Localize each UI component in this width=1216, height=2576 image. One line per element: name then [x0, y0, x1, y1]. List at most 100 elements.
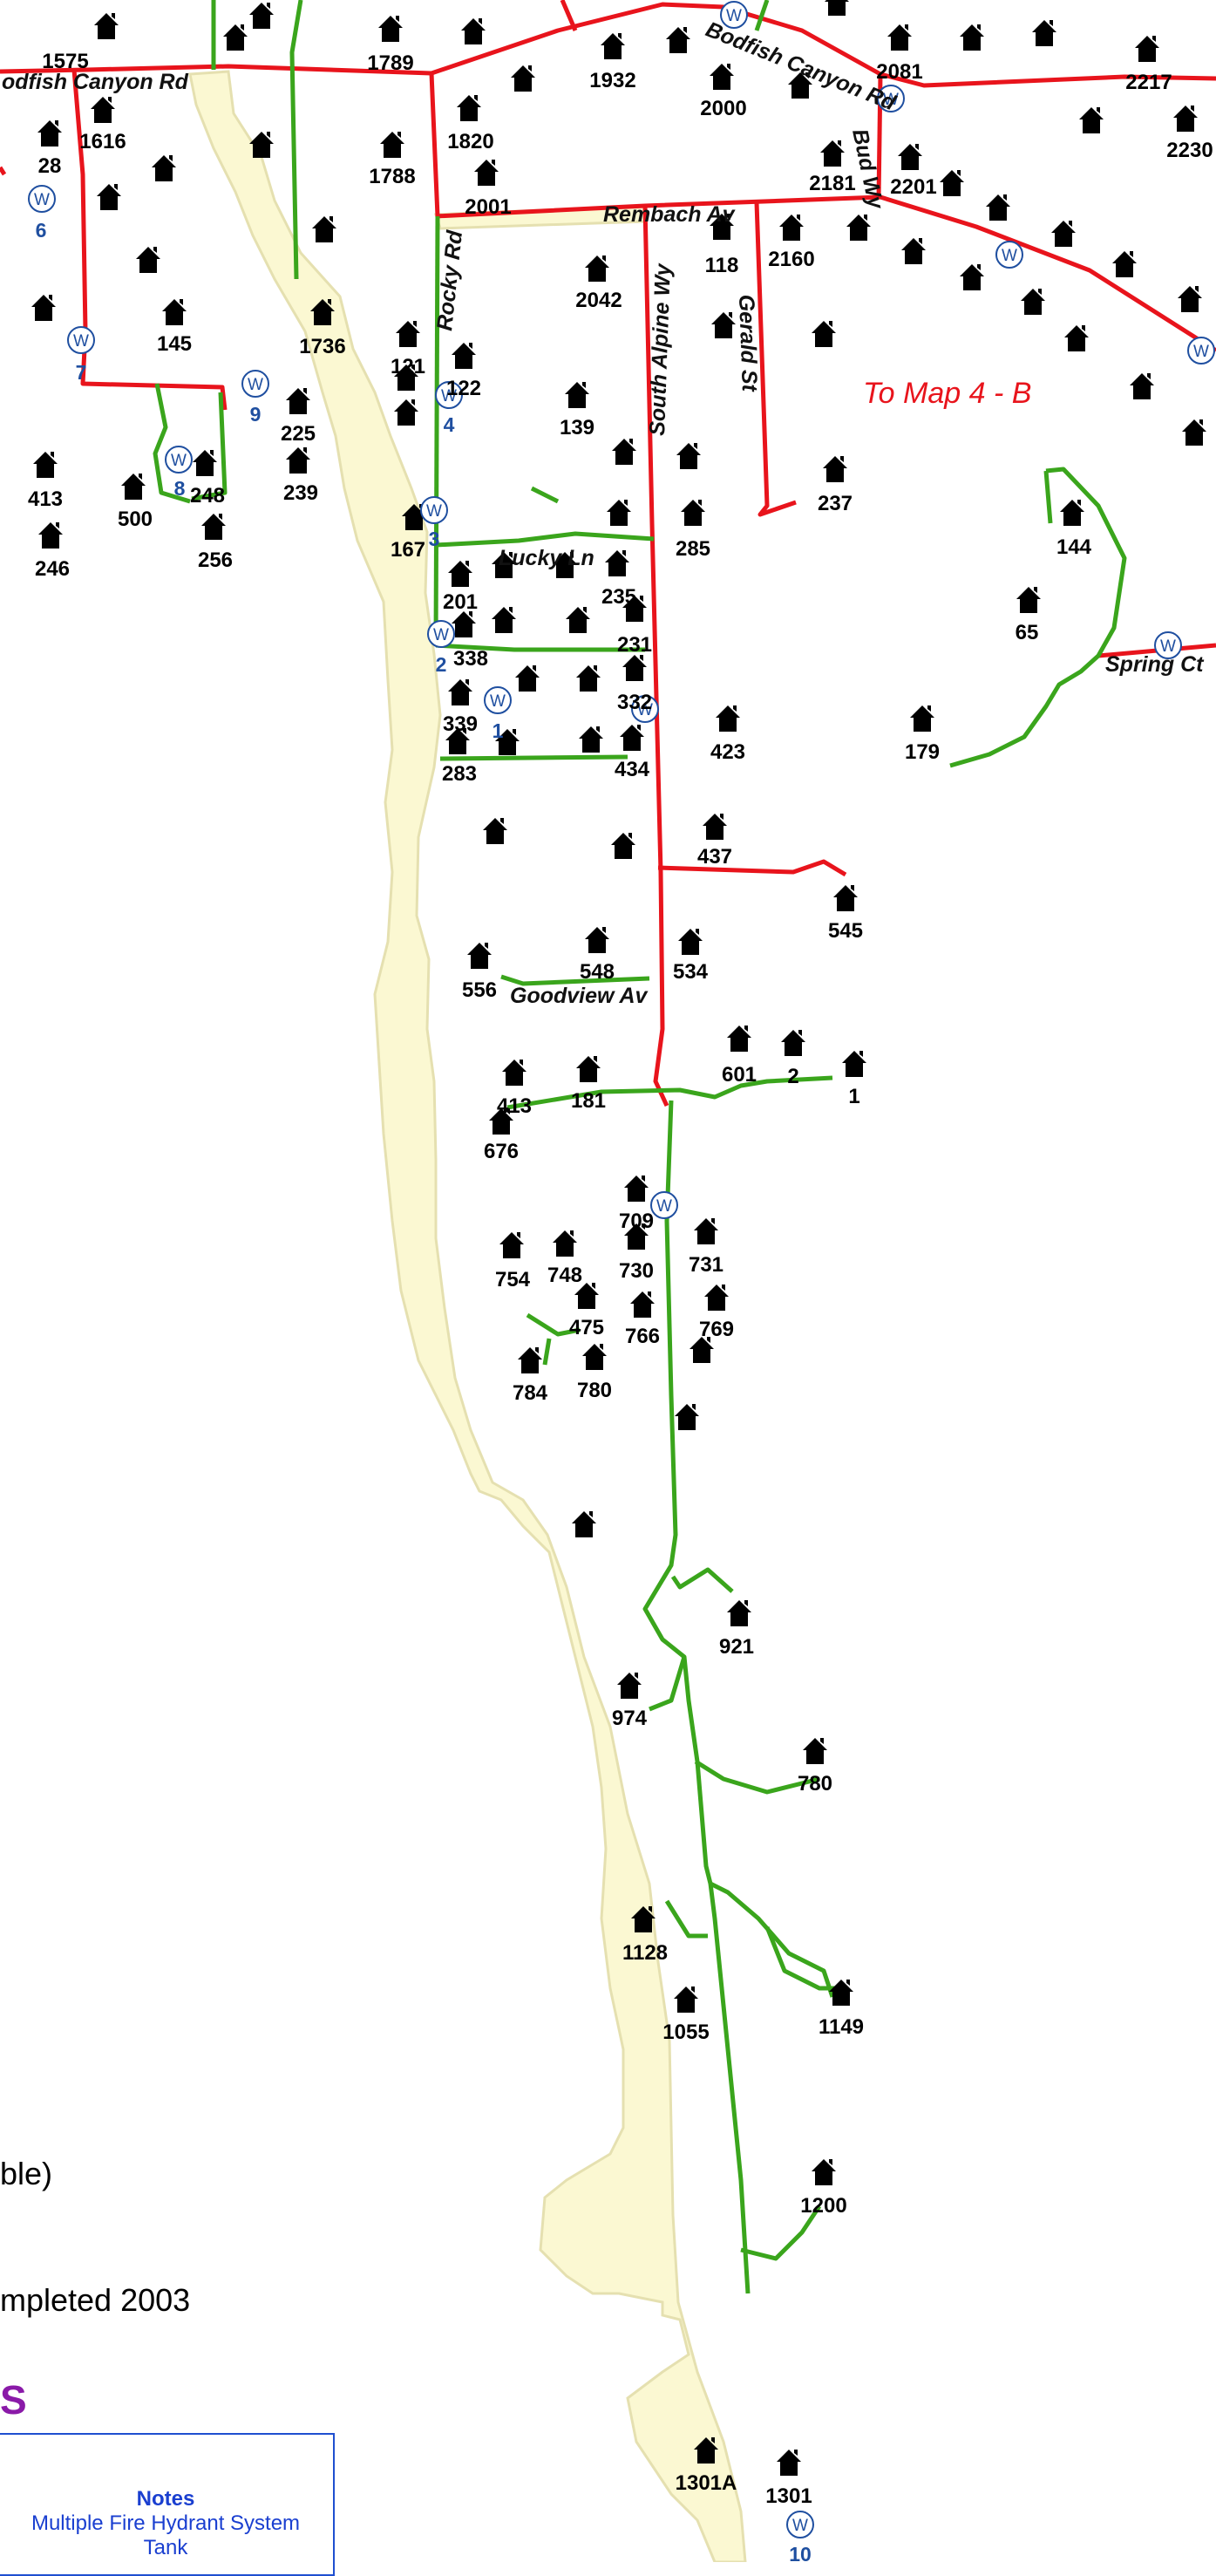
notes-box: Notes Multiple Fire Hydrant System Tank [0, 2433, 335, 2576]
address-label: 2042 [575, 289, 622, 312]
legend-line: ble) [0, 2156, 52, 2191]
street-label: Rembach Av [603, 202, 737, 227]
notes-title: Notes [136, 2487, 195, 2511]
address-label: 548 [580, 960, 615, 984]
street-label: odfish Canyon Rd [2, 70, 189, 94]
hydrant-number: 2 [436, 653, 447, 676]
address-label: 1788 [369, 165, 415, 188]
street-label: South Alpine Wy [645, 262, 676, 436]
address-label: 139 [560, 416, 594, 440]
address-label: 2181 [809, 172, 855, 195]
address-label: 235 [601, 585, 636, 609]
houses [31, 0, 1206, 2476]
address-label: 556 [462, 978, 497, 1002]
address-label: 28 [38, 154, 62, 178]
address-label: 201 [443, 590, 478, 614]
hydrant-number: 4 [444, 413, 455, 436]
address-label: 1736 [299, 335, 345, 358]
address-label: 145 [157, 332, 192, 356]
address-label: 332 [617, 691, 652, 714]
hydrant-w-icon [650, 1191, 678, 1219]
street-labels: odfish Canyon Rd Bodfish Canyon Rd Remba… [2, 17, 1205, 1008]
address-label: 1200 [800, 2194, 846, 2218]
address-label: 780 [798, 1772, 832, 1796]
address-label: 231 [617, 633, 652, 657]
hydrant-number: 6 [36, 219, 47, 242]
address-label: 65 [1016, 621, 1039, 644]
address-label: 1301A [676, 2471, 737, 2495]
address-label: 2217 [1125, 71, 1172, 94]
address-label: 1 [848, 1085, 859, 1108]
address-label: 285 [676, 537, 710, 561]
roads [0, 0, 1216, 1107]
address-label: 167 [391, 538, 425, 562]
hydrant-w-icon [67, 326, 95, 354]
address-label: 248 [190, 484, 225, 508]
water-lines [153, 0, 1127, 2294]
address-label: 1301 [765, 2484, 812, 2508]
address-label: 239 [283, 481, 318, 505]
legend-title: S [0, 2377, 27, 2423]
address-label: 730 [619, 1259, 654, 1283]
hydrant-w-icon [241, 370, 269, 398]
address-label: 754 [495, 1268, 531, 1291]
address-label: 1055 [662, 2021, 709, 2044]
creek-area [188, 70, 747, 2562]
address-label: 118 [705, 254, 739, 277]
hydrant-number: 9 [250, 403, 262, 426]
street-label: Spring Ct [1105, 652, 1205, 677]
address-label: 921 [719, 1635, 754, 1659]
address-label: 225 [281, 422, 316, 446]
address-label: 121 [391, 355, 425, 378]
hydrant-w-icon [165, 446, 193, 474]
address-label: 413 [497, 1094, 532, 1118]
address-label: 1128 [622, 1941, 668, 1965]
hydrant-w-icon [420, 496, 448, 524]
address-label: 413 [28, 487, 63, 511]
address-label: 2000 [700, 97, 746, 120]
address-label: 1789 [367, 51, 413, 75]
address-label: 437 [697, 845, 732, 869]
hydrant-number: 8 [174, 477, 186, 500]
address-label: 748 [547, 1264, 582, 1287]
address-label: 1932 [589, 69, 635, 92]
hydrant-w-icon [995, 241, 1023, 269]
address-label: 179 [905, 740, 940, 764]
address-label: 1575 [42, 50, 88, 73]
map-link-label: To Map 4 - B [863, 377, 1031, 410]
address-label: 2001 [465, 195, 511, 219]
address-label: 545 [828, 919, 863, 943]
hydrant-number: 10 [789, 2543, 812, 2562]
street-label: Goodview Av [510, 984, 649, 1008]
address-label: 2 [787, 1065, 798, 1088]
address-label: 500 [118, 508, 153, 531]
address-label: 144 [1056, 535, 1092, 559]
street-label: Gerald St [734, 294, 762, 393]
address-label: 423 [710, 740, 745, 764]
address-label: 434 [615, 758, 650, 781]
address-label: 338 [453, 647, 488, 671]
address-label: 283 [442, 762, 477, 786]
address-label: 2160 [768, 248, 814, 271]
address-label: 181 [571, 1089, 606, 1113]
address-label: 731 [689, 1253, 723, 1277]
address-label: 676 [484, 1140, 519, 1163]
address-label: 475 [569, 1316, 604, 1339]
address-label: 1149 [819, 2015, 864, 2039]
address-labels: 1575 1616 28 145 413 246 500 248 256 225… [28, 50, 1213, 2508]
address-label: 780 [577, 1379, 612, 1402]
address-label: 769 [699, 1318, 734, 1341]
street-label: Lucky Ln [499, 546, 594, 570]
hydrant-w-icon [786, 2511, 814, 2539]
notes-line: Tank [143, 2536, 188, 2559]
address-label: 256 [198, 549, 233, 572]
address-label: 766 [625, 1325, 660, 1348]
address-label: 2081 [876, 60, 922, 84]
address-label: 237 [818, 492, 853, 515]
hydrant-w-icon [28, 185, 56, 213]
hydrant-number: 7 [76, 361, 87, 384]
address-label: 974 [612, 1707, 648, 1730]
address-label: 1616 [79, 130, 126, 153]
notes-line: Multiple Fire Hydrant System [31, 2511, 301, 2535]
address-label: 2230 [1166, 139, 1213, 162]
